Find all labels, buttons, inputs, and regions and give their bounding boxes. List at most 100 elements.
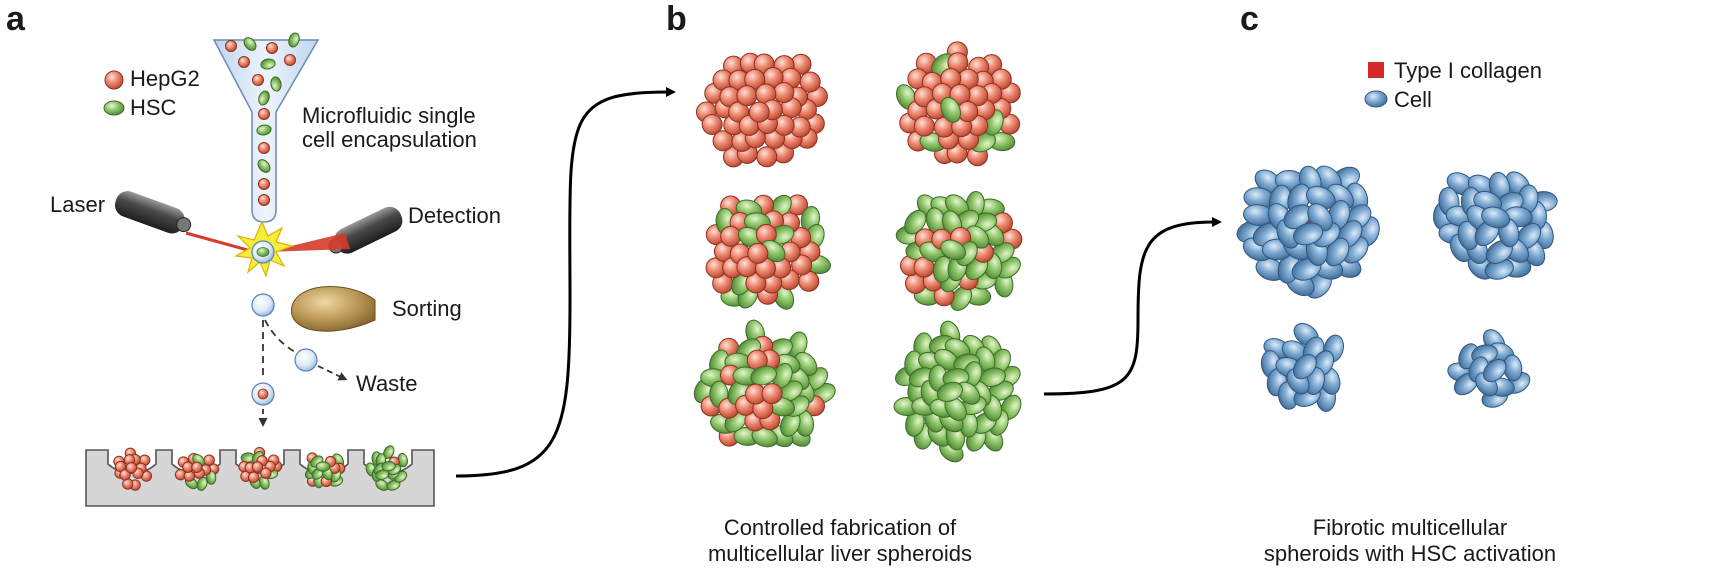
blue-cell xyxy=(1324,237,1350,267)
hepg2-cell xyxy=(266,42,278,54)
hepg2-cell xyxy=(251,461,264,473)
legend-hepg2-label: HepG2 xyxy=(130,66,200,91)
legend-hsc-label: HSC xyxy=(130,95,177,120)
hsc-cell xyxy=(381,460,396,472)
spheroid xyxy=(1433,171,1558,280)
collagen-legend-icon xyxy=(1368,62,1384,78)
hsc-cell xyxy=(315,461,331,472)
hepg2-cell xyxy=(284,54,296,66)
cell-legend-icon xyxy=(1364,90,1388,108)
arrow-b-to-c xyxy=(1043,217,1222,396)
hsc-cell xyxy=(288,32,300,48)
hepg2-cell xyxy=(913,115,935,137)
sorting-label: Sorting xyxy=(392,296,462,321)
blue-cell xyxy=(1293,354,1317,380)
waste-arrow xyxy=(317,365,348,381)
hsc-legend-icon xyxy=(103,100,125,116)
spheroid xyxy=(705,194,831,310)
hepg2-cell xyxy=(748,101,770,123)
panel-label-a: a xyxy=(6,0,25,38)
encapsulation-label-line1: Microfluidic single xyxy=(302,103,476,128)
laser-device xyxy=(114,191,192,234)
encapsulation-label-line2: cell encapsulation xyxy=(302,127,477,152)
spheroid xyxy=(174,453,220,491)
caption-b-line2: multicellular liver spheroids xyxy=(707,541,973,566)
hepg2-cell-in-droplet xyxy=(257,388,269,400)
waste-droplet xyxy=(294,348,318,372)
laser-beam xyxy=(185,231,256,254)
spheroid xyxy=(693,319,836,448)
waste-path xyxy=(264,319,296,353)
hepg2-cell xyxy=(720,225,742,247)
hepg2-cell xyxy=(747,242,769,264)
hsc-cell xyxy=(386,479,401,491)
liver-spheroids xyxy=(693,41,1023,463)
hsc-cell-in-detection xyxy=(256,247,270,257)
hsc-cell xyxy=(940,96,961,123)
hsc-cell xyxy=(196,476,208,491)
hepg2-cell xyxy=(756,146,778,168)
hsc-cell xyxy=(257,159,271,173)
hepg2-cell xyxy=(191,461,203,474)
caption-c-line1: Fibrotic multicellular xyxy=(1312,515,1508,540)
spheroid xyxy=(113,447,153,491)
panel-label-b: b xyxy=(666,0,687,38)
hsc-cell xyxy=(940,239,966,261)
spheroid xyxy=(238,447,283,490)
hepg2-cell xyxy=(773,82,795,104)
spheroid xyxy=(1236,165,1380,299)
hsc-cell xyxy=(243,37,257,51)
waste-label: Waste xyxy=(356,371,418,396)
hepg2-cell xyxy=(258,108,270,120)
hepg2-cell xyxy=(247,471,260,483)
blue-cell xyxy=(1482,358,1507,383)
hepg2-cell xyxy=(203,454,215,466)
hepg2-cell xyxy=(238,56,250,68)
hepg2-cell xyxy=(745,272,767,294)
empty-droplet xyxy=(251,293,275,317)
spheroid xyxy=(304,452,346,489)
spheroid xyxy=(1447,329,1531,408)
legend-collagen-label: Type I collagen xyxy=(1394,58,1542,83)
hepg2-cell xyxy=(761,383,783,405)
spheroid xyxy=(895,191,1023,311)
fibrotic-spheroids xyxy=(1236,165,1558,412)
hepg2-cell xyxy=(258,142,270,154)
hepg2-legend-icon xyxy=(104,70,124,90)
arrow-a-to-b xyxy=(455,87,676,478)
hepg2-cell xyxy=(125,462,138,474)
blue-cell xyxy=(1293,222,1324,246)
caption-b: Controlled fabrication of multicellular … xyxy=(690,515,990,567)
spheroid xyxy=(695,52,828,168)
spheroid xyxy=(896,41,1021,167)
hepg2-cell xyxy=(258,194,270,206)
panel-label-c: c xyxy=(1240,0,1259,38)
hepg2-cell xyxy=(701,113,723,135)
detection-label: Detection xyxy=(408,203,501,228)
spheroid xyxy=(893,320,1022,463)
hsc-cell xyxy=(936,381,963,402)
spheroid xyxy=(365,445,408,491)
sorting-device xyxy=(291,285,376,332)
caption-b-line1: Controlled fabrication of xyxy=(723,515,957,540)
spheroid xyxy=(1260,322,1344,412)
hepg2-cell xyxy=(258,178,270,190)
well-cells xyxy=(113,445,408,491)
hepg2-cell xyxy=(119,469,131,481)
caption-c-line2: spheroids with HSC activation xyxy=(1263,541,1557,566)
blue-cell xyxy=(1481,206,1511,229)
hepg2-cell xyxy=(252,74,264,86)
hsc-cell xyxy=(260,58,276,70)
hepg2-cell xyxy=(225,40,237,52)
detection-device xyxy=(328,206,403,254)
hepg2-cell xyxy=(736,85,758,107)
hsc-cell xyxy=(750,365,777,386)
caption-c: Fibrotic multicellular spheroids with HS… xyxy=(1245,515,1575,567)
legend-cell-label: Cell xyxy=(1394,87,1432,112)
hepg2-cell xyxy=(260,467,272,479)
hsc-cell xyxy=(270,76,282,92)
hsc-cell xyxy=(256,124,272,136)
funnel-cells xyxy=(225,32,300,206)
laser-label: Laser xyxy=(50,192,106,217)
